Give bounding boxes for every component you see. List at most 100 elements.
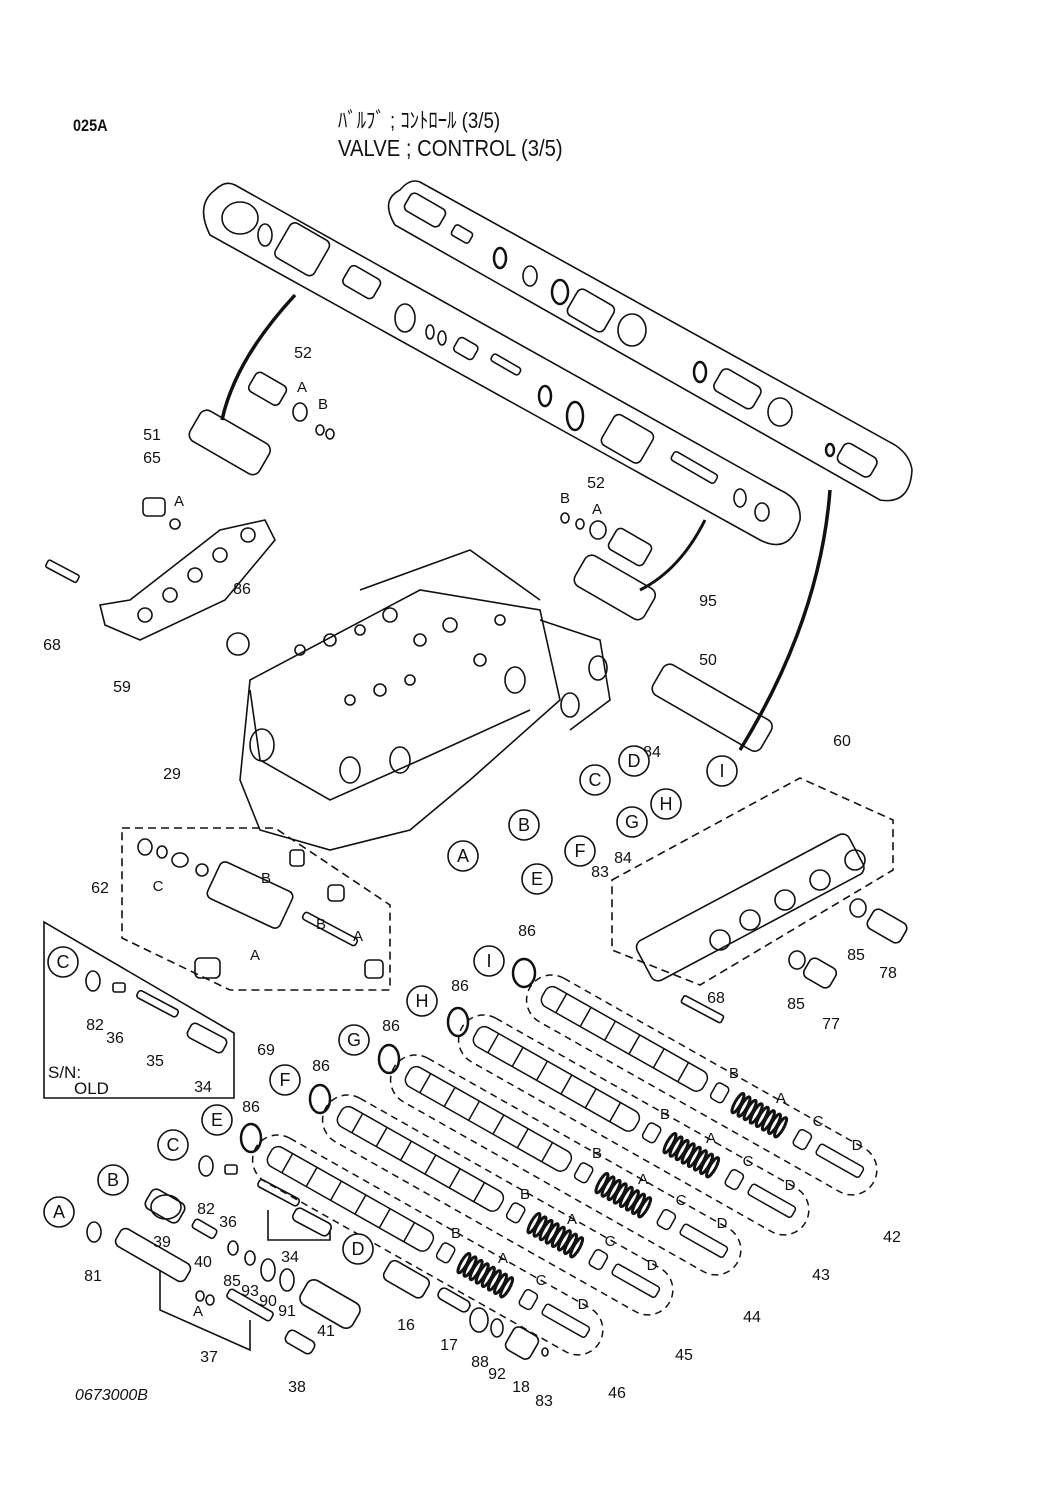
- sub-part-letter: C: [605, 1233, 616, 1250]
- serial-label: S/N:: [48, 1063, 81, 1082]
- part-callout: 86: [451, 978, 469, 995]
- sub-part-letter: C: [743, 1153, 754, 1170]
- sub-part-letter: B: [261, 870, 271, 887]
- bolt-68-upper: [45, 559, 80, 584]
- connection-badge: D: [618, 745, 650, 777]
- title-english: VALVE ; CONTROL (3/5): [338, 135, 563, 161]
- connection-badge: B: [508, 809, 540, 841]
- badge-circle: [521, 863, 553, 895]
- sub-part-letter: C: [153, 878, 164, 895]
- valve-50: [651, 663, 773, 752]
- capsule-2-parts: [403, 192, 878, 478]
- badge-letter: F: [575, 841, 586, 861]
- plug-52-left: [247, 371, 288, 406]
- part-callout: 93: [241, 1283, 259, 1300]
- badge-circle: [406, 985, 438, 1017]
- badge-letter: B: [518, 815, 530, 835]
- sub-part-letter: D: [717, 1215, 728, 1232]
- sub-part-letter: A: [250, 947, 260, 964]
- sub-part-letter: C: [676, 1192, 687, 1209]
- connection-badge: A: [447, 840, 479, 872]
- main-valve-body: [239, 549, 611, 851]
- connector-arc-right: [738, 489, 832, 751]
- sub-part-letter: B: [729, 1065, 739, 1082]
- badge-letter: H: [416, 991, 429, 1011]
- spool-assembly-45: [321, 1094, 674, 1316]
- capsule-1-parts: [221, 201, 770, 522]
- part-callout: 36: [106, 1030, 124, 1047]
- connection-badge: C: [157, 1129, 189, 1161]
- badge-letter: B: [107, 1170, 119, 1190]
- connection-badge: F: [269, 1064, 301, 1096]
- connection-badge: F: [564, 835, 596, 867]
- spool-group-outline: [525, 974, 878, 1196]
- spring-seat: [573, 1162, 594, 1184]
- part-callout: 45: [675, 1347, 693, 1364]
- part-callout: 82: [86, 1017, 104, 1034]
- part-callout: 40: [194, 1254, 212, 1271]
- part-callout: 92: [488, 1366, 506, 1383]
- spool-bolt: [541, 1303, 591, 1338]
- connection-badge: B: [97, 1164, 129, 1196]
- badge-letter: D: [628, 751, 641, 771]
- part-callout: 85: [787, 996, 805, 1013]
- part-callout: 85: [847, 947, 865, 964]
- plug-65: [142, 497, 166, 517]
- badge-letter: C: [57, 952, 70, 972]
- spring-seat: [656, 1209, 677, 1231]
- part-callout: 88: [471, 1354, 489, 1371]
- spring: [730, 1091, 789, 1139]
- spool-bolt: [747, 1183, 797, 1218]
- badge-circle: [473, 945, 505, 977]
- badge-letter: C: [589, 770, 602, 790]
- part-callout: 91: [278, 1303, 296, 1320]
- sub-part-letter: A: [498, 1250, 508, 1267]
- spool: [404, 1065, 573, 1172]
- badge-letter: I: [486, 951, 491, 971]
- flange-plate: [99, 519, 276, 641]
- relief-valve-95: [573, 554, 657, 621]
- spool-group-outline: [321, 1094, 674, 1316]
- part-callout: 83: [591, 864, 609, 881]
- sub-part-letter: A: [638, 1171, 648, 1188]
- badge-circle: [43, 1196, 75, 1228]
- part-callout: 62: [91, 880, 109, 897]
- badge-circle: [338, 1024, 370, 1056]
- part-callout: 43: [812, 1267, 830, 1284]
- badge-circle: [97, 1164, 129, 1196]
- connection-badge: G: [338, 1024, 370, 1056]
- spring-seat: [588, 1249, 609, 1271]
- sub-part-letter: A: [353, 928, 363, 945]
- badge-letter: C: [167, 1135, 180, 1155]
- connector-arc-mid: [639, 519, 707, 592]
- drawing-number: 0673000B: [75, 1387, 148, 1404]
- badge-circle: [706, 755, 738, 787]
- badge-circle: [618, 745, 650, 777]
- part-callout: 83: [535, 1393, 553, 1410]
- badge-circle: [508, 809, 540, 841]
- sub-part-letter: A: [193, 1303, 203, 1320]
- part-callout: 37: [200, 1349, 218, 1366]
- part-callout: 42: [883, 1229, 901, 1246]
- badge-letter: F: [280, 1070, 291, 1090]
- part-callout: 51: [143, 427, 161, 444]
- badge-circle: [269, 1064, 301, 1096]
- spool-assembly-46: [251, 1134, 604, 1356]
- badge-letter: E: [211, 1110, 223, 1130]
- part-callout: 78: [879, 965, 897, 982]
- badge-letter: E: [531, 869, 543, 889]
- sub-part-letter: A: [297, 379, 307, 396]
- spool-assembly-44: [389, 1054, 742, 1276]
- part-callout: 86: [233, 581, 251, 598]
- badge-circle: [650, 788, 682, 820]
- part-callout: 34: [194, 1079, 212, 1096]
- badge-circle: [47, 946, 79, 978]
- sub-part-letter: B: [560, 490, 570, 507]
- part-callout: 95: [699, 593, 717, 610]
- badge-letter: G: [625, 812, 639, 832]
- part-callout: 52: [294, 345, 312, 362]
- plug-78: [866, 908, 908, 944]
- part-callout: 60: [833, 733, 851, 750]
- spool-group-outline: [389, 1054, 742, 1276]
